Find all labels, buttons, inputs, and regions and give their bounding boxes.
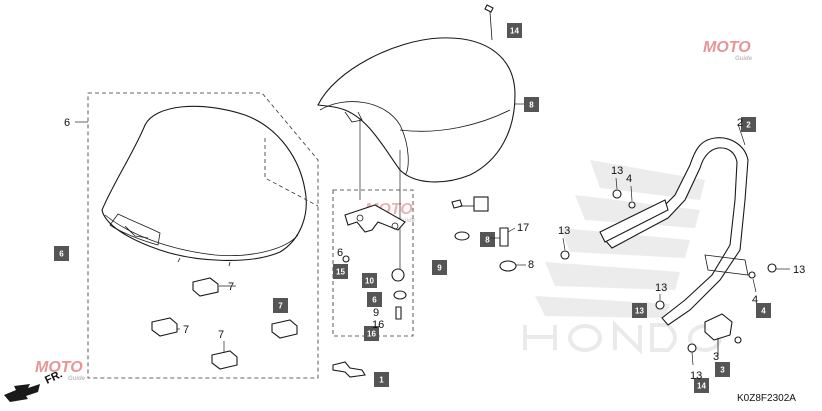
callout-box: 16 bbox=[364, 326, 379, 341]
callout-number: 7 bbox=[183, 324, 189, 336]
callout-box: 15 bbox=[333, 264, 348, 279]
seat-hook-1 bbox=[332, 361, 366, 378]
callout-number: 7 bbox=[218, 329, 224, 341]
callout-number: 14 bbox=[697, 382, 706, 391]
callout-number: 13 bbox=[655, 282, 667, 294]
callout-number: 3 bbox=[720, 366, 725, 375]
main-seat bbox=[101, 105, 319, 267]
callout-number: 13 bbox=[793, 264, 805, 276]
callout-number: 13 bbox=[611, 165, 623, 177]
callout-number: 2 bbox=[746, 121, 751, 130]
callout-box: 6 bbox=[367, 292, 382, 307]
svg-text:13: 13 bbox=[690, 370, 702, 382]
callout-number: 16 bbox=[367, 330, 376, 339]
callout-number: 13 bbox=[635, 307, 644, 316]
svg-text:8: 8 bbox=[528, 259, 534, 271]
helmet-holder bbox=[704, 313, 742, 356]
watermark-brand: MOTO bbox=[703, 39, 751, 56]
seat-bracket bbox=[344, 204, 406, 233]
callout-number: 17 bbox=[517, 222, 529, 234]
callout-box: 8 bbox=[524, 97, 539, 112]
callout-number: 9 bbox=[373, 307, 379, 319]
callout-box: 8 bbox=[480, 232, 495, 247]
callout-number: 9 bbox=[437, 264, 442, 273]
watermark-sub: Guide bbox=[735, 56, 753, 62]
leader-line bbox=[737, 123, 746, 146]
callout-box: 14 bbox=[694, 378, 709, 393]
callout-number: 4 bbox=[752, 294, 758, 306]
callout-box: 4 bbox=[756, 303, 771, 318]
pillion-seat bbox=[317, 37, 524, 270]
callout-number: 6 bbox=[337, 247, 343, 259]
callout-number: 4 bbox=[626, 173, 632, 185]
callout-box: 14 bbox=[507, 23, 522, 38]
callout-number: 14 bbox=[510, 27, 519, 36]
callout-number: 1 bbox=[379, 376, 384, 385]
callout-number: 8 bbox=[485, 236, 490, 245]
diagram-code: K0Z8F2302A bbox=[737, 393, 796, 404]
callout-number: 7 bbox=[228, 281, 234, 293]
callout-box: 3 bbox=[715, 362, 730, 377]
callout-number: 10 bbox=[365, 277, 374, 286]
watermark-brand: MOTO bbox=[35, 359, 83, 376]
callout-box: 6 bbox=[54, 246, 69, 261]
rubber-cushion-7 bbox=[151, 277, 298, 370]
callout-box: 1 bbox=[374, 372, 389, 387]
callout-number: 2 bbox=[737, 117, 743, 129]
callout-box: 7 bbox=[273, 298, 288, 313]
callout-number: 8 bbox=[529, 101, 534, 110]
callout-box: 9 bbox=[432, 260, 447, 275]
grab-rail bbox=[599, 123, 749, 326]
moto-watermark-bottom-left: MOTO Guide bbox=[35, 359, 86, 382]
watermark-sub: Guide bbox=[398, 218, 416, 224]
callout-number: 15 bbox=[336, 268, 345, 277]
callout-number: 4 bbox=[761, 307, 766, 316]
callout-box: 10 bbox=[362, 273, 377, 288]
callout-number: 6 bbox=[59, 250, 64, 259]
callout-labels: 14 8 2 6 8 9 15 10 6 16 7 1 13 4 3 14 6 … bbox=[54, 23, 805, 393]
callout-number: 6 bbox=[64, 117, 70, 129]
callout-leaders bbox=[177, 177, 790, 366]
watermark-sub: Guide bbox=[68, 376, 86, 382]
callout-number: 16 bbox=[372, 319, 384, 331]
callout-number: 7 bbox=[278, 302, 283, 311]
callout-box: 13 bbox=[632, 303, 647, 318]
callout-box: 2 bbox=[741, 117, 756, 132]
callout-number: 13 bbox=[558, 225, 570, 237]
screws-and-collars bbox=[342, 4, 777, 353]
callout-number: 6 bbox=[372, 296, 377, 305]
callout-number: 3 bbox=[713, 351, 719, 363]
seat-assembly-group-outline bbox=[87, 92, 319, 379]
moto-watermark-top-right: MOTO Guide bbox=[703, 39, 753, 62]
